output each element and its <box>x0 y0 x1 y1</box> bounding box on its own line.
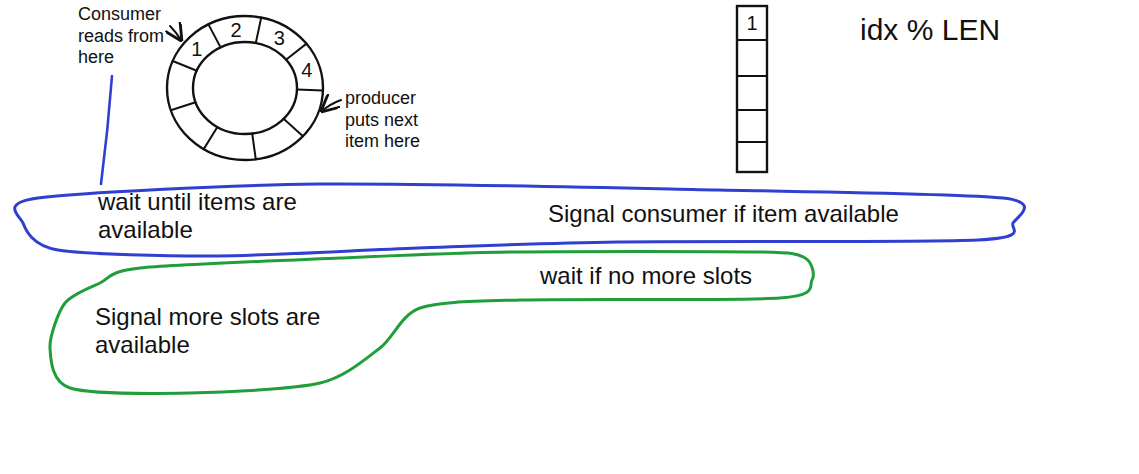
formula-text: idx % LEN <box>860 12 1000 48</box>
cell-number: 1 <box>746 11 757 35</box>
consumer-arrow <box>170 26 181 40</box>
blue-loop: wait until items are available Signal con… <box>18 178 1018 262</box>
note-text: Consumer reads from here <box>78 4 178 69</box>
blue-leader-line <box>101 76 112 184</box>
array-cell-dividers <box>737 40 767 142</box>
note-text: producer puts next item here <box>345 88 433 153</box>
loop-outline-path <box>50 251 813 393</box>
loop-outline-path <box>15 184 1025 256</box>
slot-number: 2 <box>230 18 241 42</box>
loop-text: wait if no more slots <box>540 262 752 290</box>
slot-number: 4 <box>301 58 312 82</box>
loop-text: Signal more slots are available <box>95 303 375 358</box>
producer-arrow <box>322 100 341 111</box>
array-column <box>737 6 767 172</box>
ring-inner <box>193 42 297 134</box>
slot-number: 3 <box>274 26 285 50</box>
green-loop: wait if no more slotsSignal more slots a… <box>40 248 820 398</box>
loop-text: wait until items are available <box>98 188 358 243</box>
slot-number: 1 <box>191 37 202 61</box>
loop-text: Signal consumer if item available <box>548 200 899 228</box>
ring-outer <box>167 16 323 160</box>
ring-slot-dividers <box>171 18 323 160</box>
